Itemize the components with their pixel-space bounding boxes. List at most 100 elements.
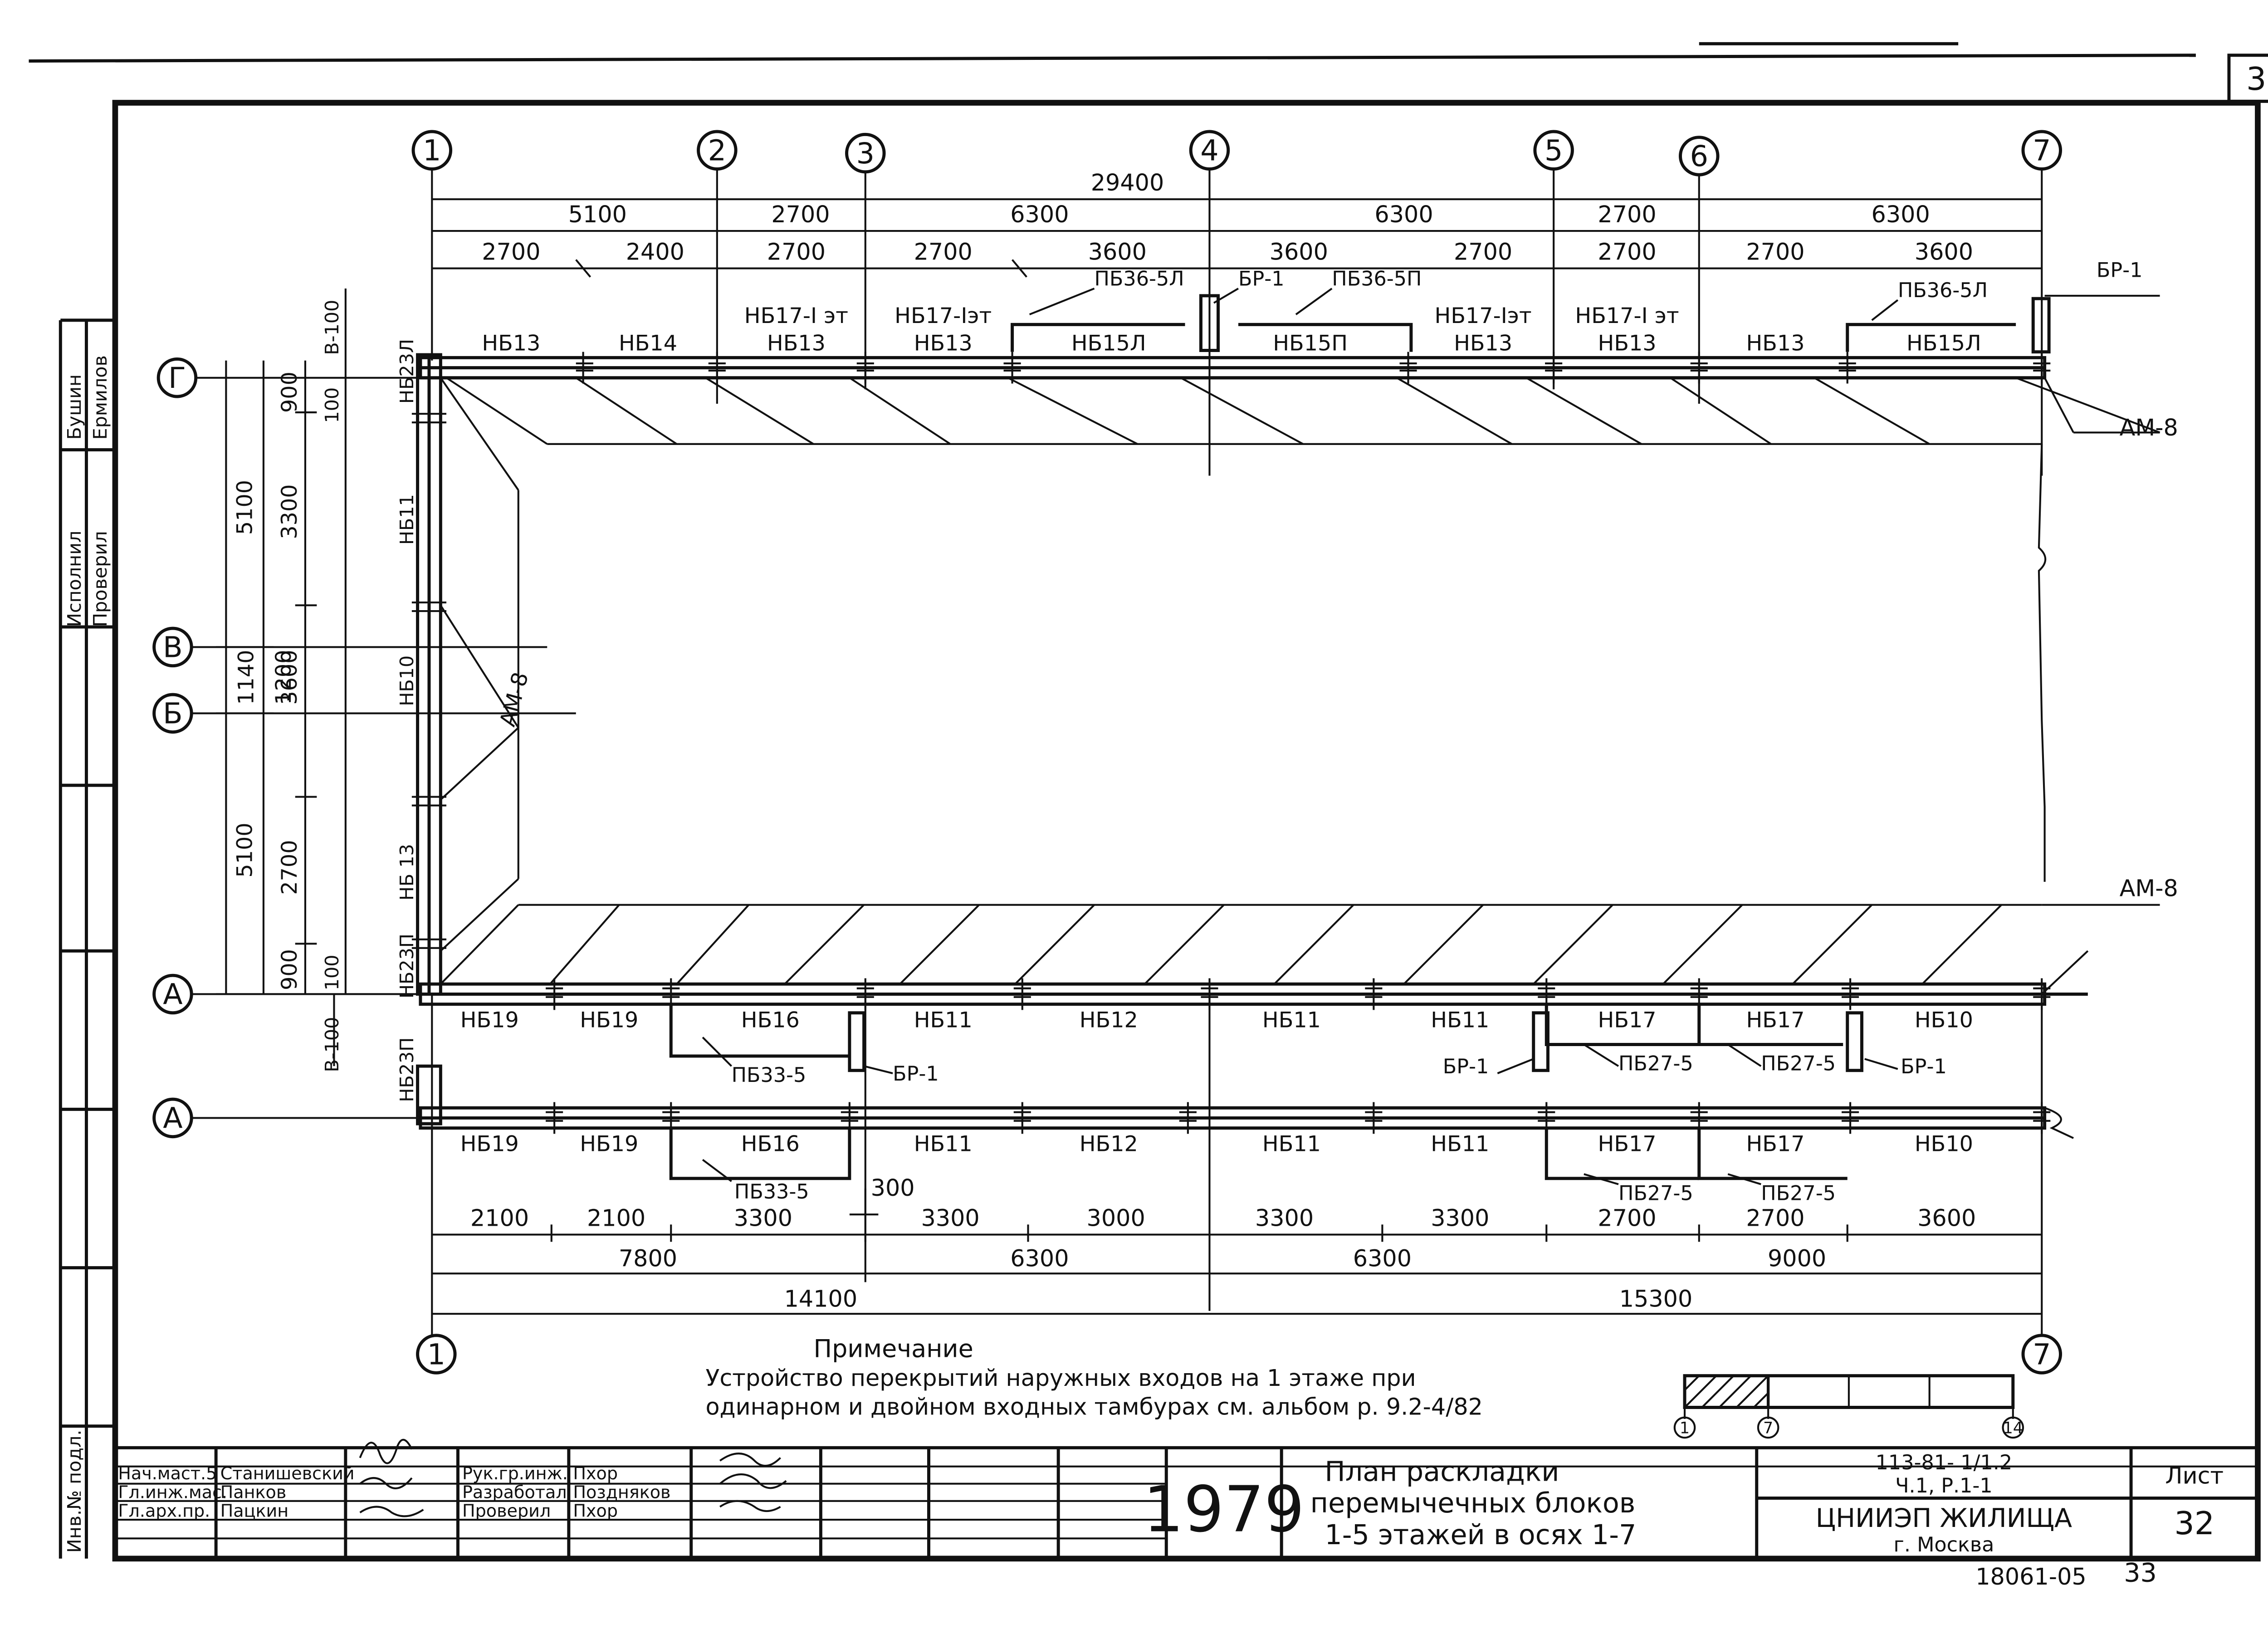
left-block-5: НБ23П <box>396 1037 418 1102</box>
top-br-1: БР-1 <box>2097 259 2143 282</box>
br-post-a-2 <box>1532 1011 1549 1072</box>
tb-role-2: Гл.арх.пр. <box>118 1501 210 1521</box>
dim-bottom-r1-7: 3300 <box>1431 1205 1489 1232</box>
left-anchor-label: АМ-8 <box>495 670 533 729</box>
bottom-br-0: БР-1 <box>893 1062 939 1086</box>
axis-label-g: Г <box>168 361 186 395</box>
dim-bottom-r3-0: 14100 <box>784 1285 858 1312</box>
axis-label-6-top: 6 <box>1690 139 1708 173</box>
corner-number: 33 <box>2246 61 2268 98</box>
dim-bottom-r1-8: 2700 <box>1598 1205 1656 1232</box>
note-line1: Устройство перекрытий наружных входов на… <box>705 1365 1416 1391</box>
bottom-a-block-9: НБ10 <box>1915 1008 1973 1032</box>
tb-role2-2: Проверил <box>462 1501 551 1521</box>
left-dim-small-0: 100 <box>321 387 343 423</box>
top-block-1: НБ14 <box>619 331 677 356</box>
left-block-1: НБ11 <box>396 494 418 545</box>
top-block-3: НБ13 <box>767 331 826 356</box>
bottom-b-block-4: НБ12 <box>1080 1131 1138 1156</box>
top-br-0: БР-1 <box>1238 268 1285 291</box>
tb-role2-1: Разработал <box>462 1482 567 1502</box>
axis-label-7-top: 7 <box>2033 133 2051 167</box>
dim-overall-top: 29400 <box>1091 169 1164 196</box>
dim-bottom-r1-4: 3300 <box>921 1205 979 1232</box>
side-name2: Ермилов <box>89 355 111 440</box>
top-block-0: НБ13 <box>482 331 540 356</box>
top-block-9: НБ13 <box>1454 331 1512 356</box>
dim-top-r3-3: 2700 <box>914 239 973 265</box>
bottom-b-block-0: НБ19 <box>460 1131 519 1156</box>
side-isp: Исполнил <box>64 531 85 627</box>
top-block-7: НБ15П <box>1273 331 1348 356</box>
dim-bottom-r2-2: 6300 <box>1353 1245 1412 1272</box>
right-edge <box>2038 444 2047 882</box>
bottom-anchor-label: АМ-8 <box>2120 875 2178 902</box>
bottom-b-block-8: НБ17 <box>1746 1131 1804 1156</box>
key-plan: 1 7 14 <box>1673 1374 2024 1439</box>
left-block-0: НБ23Л <box>396 339 418 404</box>
top-block-2: НБ17-I эт <box>744 303 848 328</box>
axis-label-1-bottom: 1 <box>427 1337 445 1371</box>
tb-title-1: перемычечных блоков <box>1310 1487 1636 1519</box>
dim-bottom-r3-1: 15300 <box>1619 1285 1693 1312</box>
axis-label-1-top: 1 <box>423 133 441 167</box>
axis-label-7-bottom: 7 <box>2033 1337 2051 1371</box>
note-line2: одинарном и двойном входных тамбурах см.… <box>705 1393 1482 1420</box>
dim-top-r2-2: 6300 <box>1010 201 1069 228</box>
bottom-a-block-0: НБ19 <box>460 1008 519 1032</box>
axis-label-5-top: 5 <box>1545 133 1563 167</box>
top-block-13: НБ15Л <box>1906 331 1981 356</box>
bottom-a-block-3: НБ11 <box>914 1008 973 1032</box>
dim-bottom-r1-3: 300 <box>871 1174 915 1201</box>
title-block <box>113 1438 2259 1561</box>
tb-org: ЦНИИЭП ЖИЛИЩА <box>1816 1503 2072 1533</box>
top-slab-2: ПБ36-5Л <box>1898 279 1988 302</box>
bottom-b-block-9: НБ10 <box>1915 1131 1973 1156</box>
axis-label-a1: А <box>163 978 182 1011</box>
side-name1: Бушин <box>64 374 85 440</box>
bottom-br-1: БР-1 <box>1443 1055 1489 1078</box>
dim-top-r3-1: 2400 <box>626 239 684 265</box>
dim-top-r3-6: 2700 <box>1454 239 1512 265</box>
left-dim-outer-1: 1200 <box>271 650 296 704</box>
bottom-a-block-4: НБ12 <box>1080 1008 1138 1032</box>
left-dim-inner-2: 3600 <box>277 650 302 704</box>
dim-top-r2-5: 6300 <box>1872 201 1930 228</box>
dim-bottom-r1-10: 3600 <box>1917 1205 1976 1232</box>
top-dim-lines <box>432 198 2042 278</box>
tb-year: 1979 <box>1144 1472 1305 1546</box>
key-plan-marker-14 <box>2002 1416 2024 1439</box>
dim-top-r3-7: 2700 <box>1598 239 1656 265</box>
bottom-slab-1: ПБ27-5 <box>1618 1052 1693 1076</box>
top-block-5: НБ13 <box>914 331 973 356</box>
top-block-8: НБ17-Iэт <box>1435 303 1532 328</box>
left-dim-inner-1: 3300 <box>277 484 302 539</box>
tb-role2-0: Рук.гр.инж. <box>462 1463 568 1483</box>
br-post-top-1 <box>1199 294 1220 352</box>
dim-top-r2-4: 2700 <box>1598 201 1656 228</box>
br-post-a-3 <box>1846 1011 1863 1072</box>
dim-bottom-r2-3: 9000 <box>1768 1245 1826 1272</box>
top-block-10: НБ17-I эт <box>1575 303 1679 328</box>
bottom-b-block-3: НБ11 <box>914 1131 973 1156</box>
tb-name2-2: Пхор <box>573 1501 618 1521</box>
axis-label-4-top: 4 <box>1200 133 1218 167</box>
bottom-a-block-2: НБ16 <box>741 1008 800 1032</box>
top-wall <box>419 294 2160 445</box>
key-plan-label-7: 7 <box>1763 1419 1773 1438</box>
top-block-4: НБ17-Iэт <box>894 303 992 328</box>
tb-name-2: Пацкин <box>220 1501 289 1521</box>
dim-bottom-r1-6: 3300 <box>1255 1205 1314 1232</box>
left-block-2: НБ10 <box>396 656 418 706</box>
top-trim-line <box>29 54 2196 63</box>
stamp-page: 33 <box>2124 1558 2157 1588</box>
tb-role-0: Нач.маст.5 <box>118 1463 217 1483</box>
bottom-a-block-7: НБ17 <box>1598 1008 1657 1032</box>
tb-name2-1: Поздняков <box>573 1482 670 1502</box>
bottom-b-block-6: НБ11 <box>1431 1131 1489 1156</box>
tb-title-2: 1-5 этажей в осях 1-7 <box>1325 1519 1636 1551</box>
bottom-a-block-5: НБ11 <box>1262 1008 1321 1032</box>
axis-label-v: В <box>163 631 183 664</box>
dim-top-r3-4: 3600 <box>1088 239 1147 265</box>
left-dim-small-2: 100 <box>321 954 343 990</box>
